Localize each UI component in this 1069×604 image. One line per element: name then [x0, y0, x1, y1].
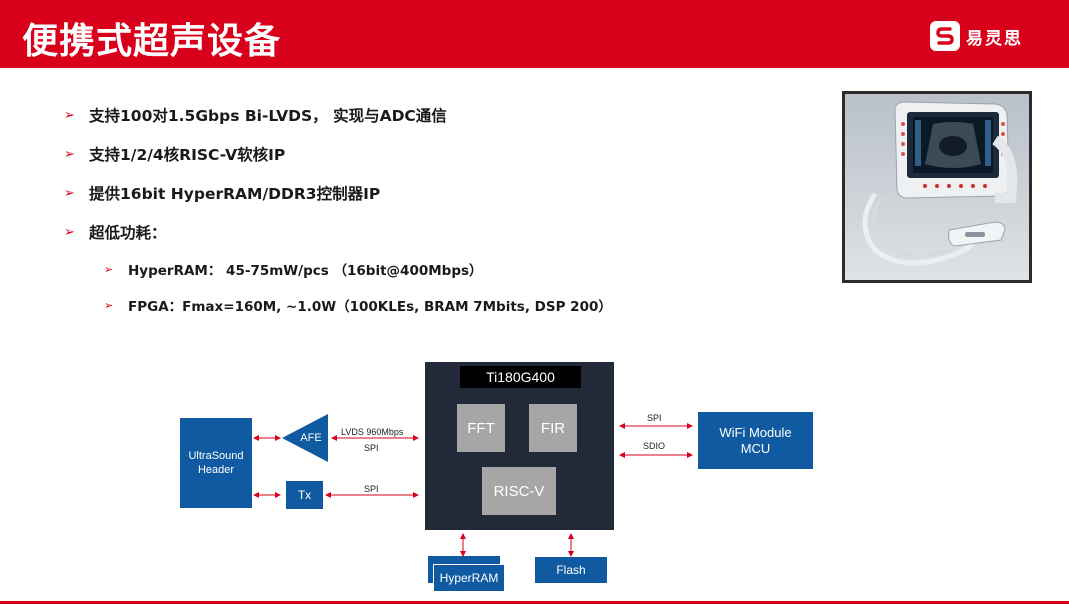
- spi-wifi-label: SPI: [647, 413, 662, 423]
- device-photo: [842, 91, 1032, 283]
- fft-label: FFT: [467, 419, 495, 437]
- riscv-block: RISC-V: [482, 467, 556, 515]
- afe-triangle: [282, 414, 328, 462]
- spi-afe-label: SPI: [364, 443, 379, 453]
- fir-label: FIR: [540, 419, 566, 437]
- tx-block: Tx: [286, 481, 323, 509]
- hyperram-block: HyperRAM: [433, 564, 505, 592]
- arrow-right-icon: ➢: [64, 146, 75, 162]
- wifi-module-block: WiFi Module MCU: [698, 412, 813, 469]
- flash-block: Flash: [535, 557, 607, 583]
- ultrasound-header-label: UltraSound Header: [188, 450, 244, 476]
- riscv-label: RISC-V: [493, 482, 545, 500]
- spi-tx-label: SPI: [364, 484, 379, 494]
- bullet-text: 提供16bit HyperRAM/DDR3控制器IP: [89, 185, 381, 203]
- fpga-title-block: Ti180G400: [460, 366, 581, 388]
- bullet-item: ➢ 支持1/2/4核RISC-V软核IP: [64, 143, 285, 165]
- arrow-right-icon: ➢: [64, 224, 75, 240]
- footer-line: [0, 601, 1069, 604]
- tx-label: Tx: [297, 488, 312, 502]
- sub-bullet-item: ➢ HyperRAM： 45-75mW/pcs （16bit@400Mbps）: [104, 259, 483, 280]
- bullet-item: ➢ 支持100对1.5Gbps Bi-LVDS， 实现与ADC通信: [64, 104, 447, 126]
- sdio-wifi-label: SDIO: [643, 441, 666, 451]
- logo-s-icon: [930, 21, 960, 51]
- fir-block: FIR: [529, 404, 577, 452]
- sub-bullet-text: HyperRAM： 45-75mW/pcs （16bit@400Mbps）: [128, 263, 483, 279]
- lvds-label: LVDS 960Mbps: [341, 427, 404, 437]
- afe-block: AFE: [294, 428, 328, 448]
- arrow-right-icon: ➢: [64, 107, 75, 123]
- hyperram-label: HyperRAM: [439, 571, 499, 585]
- brand-logo: 易灵思: [930, 20, 1023, 52]
- fpga-title: Ti180G400: [486, 369, 555, 385]
- sub-bullet-text: FPGA：Fmax=160M, ~1.0W（100KLEs, BRAM 7Mbi…: [128, 299, 612, 315]
- logo-text: 易灵思: [966, 28, 1023, 49]
- bullet-text: 支持1/2/4核RISC-V软核IP: [89, 146, 286, 164]
- ultrasound-device-image: [845, 94, 1029, 280]
- bullet-text: 支持100对1.5Gbps Bi-LVDS， 实现与ADC通信: [89, 107, 447, 125]
- arrow-right-icon: ➢: [64, 185, 75, 201]
- page-title: 便携式超声设备: [22, 21, 282, 62]
- arrow-right-icon: ➢: [104, 298, 114, 312]
- bullet-text: 超低功耗：: [89, 224, 167, 242]
- arrow-right-icon: ➢: [104, 262, 114, 276]
- bullet-item: ➢ 提供16bit HyperRAM/DDR3控制器IP: [64, 182, 380, 204]
- wifi-module-label: WiFi Module MCU: [719, 424, 792, 456]
- afe-label: AFE: [300, 432, 322, 444]
- fft-block: FFT: [457, 404, 505, 452]
- flash-label: Flash: [556, 563, 586, 577]
- bullet-item: ➢ 超低功耗：: [64, 221, 167, 243]
- header-bar: 便携式超声设备 易灵思: [0, 0, 1069, 68]
- sub-bullet-item: ➢ FPGA：Fmax=160M, ~1.0W（100KLEs, BRAM 7M…: [104, 295, 612, 316]
- ultrasound-header-block: UltraSound Header: [180, 418, 252, 508]
